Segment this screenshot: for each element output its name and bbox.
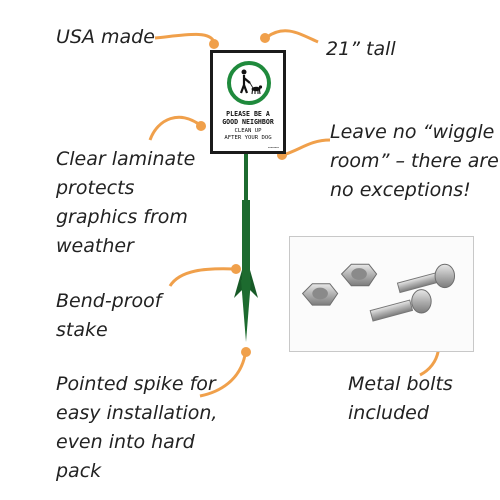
callout-usa-made: USA made (56, 26, 155, 48)
callout-clear-laminate: Clear laminate protects graphics from we… (56, 148, 196, 257)
stake-fin-left (234, 270, 242, 298)
callout-21-tall: 21” tall (326, 38, 396, 60)
bolts-and-nuts-icon (301, 263, 456, 322)
bolt-2-head (411, 289, 432, 314)
stake-shaft (242, 200, 250, 280)
sign-subline: CLEAN UP AFTER YOUR DOG (224, 128, 272, 141)
callout-wiggle-room: Leave no “wiggle room” – there are no ex… (330, 121, 499, 201)
stake-top-bar (244, 152, 248, 202)
leader-wiggle (282, 138, 331, 157)
leader-tall (266, 29, 319, 44)
bolt-1-head (434, 263, 456, 289)
sign-headline: PLEASE BE A GOOD NEIGHBOR (222, 110, 274, 126)
bolt-1-shaft (396, 272, 439, 294)
leader-dot-spike (241, 347, 251, 357)
stake-fin-right (250, 270, 258, 298)
dog-walker-icon (239, 69, 263, 95)
dog-sign: PLEASE BE A GOOD NEIGHBOR CLEAN UP AFTER… (210, 50, 286, 154)
bolts-photo-panel (289, 236, 474, 352)
leader-dot-tall (260, 33, 270, 43)
leader-laminate (148, 115, 201, 141)
leader-dot-usa-made (209, 39, 219, 49)
leader-dot-bend-proof (231, 264, 241, 274)
stake-spike (241, 280, 251, 342)
bolt-2-shaft (369, 299, 414, 322)
leader-usa-made (154, 32, 216, 43)
sign-fine-print: ▪▪▪▪▪▪▪▪ (268, 147, 279, 149)
callout-metal-bolts: Metal bolts included (348, 373, 453, 424)
leader-bend-proof (168, 267, 235, 287)
leader-dot-laminate (196, 121, 206, 131)
dog-walker-pictogram (227, 61, 271, 105)
leader-spike (199, 354, 247, 398)
callout-pointed-spike: Pointed spike for easy installation, eve… (56, 373, 218, 482)
callout-bend-proof: Bend-proof stake (56, 290, 162, 341)
